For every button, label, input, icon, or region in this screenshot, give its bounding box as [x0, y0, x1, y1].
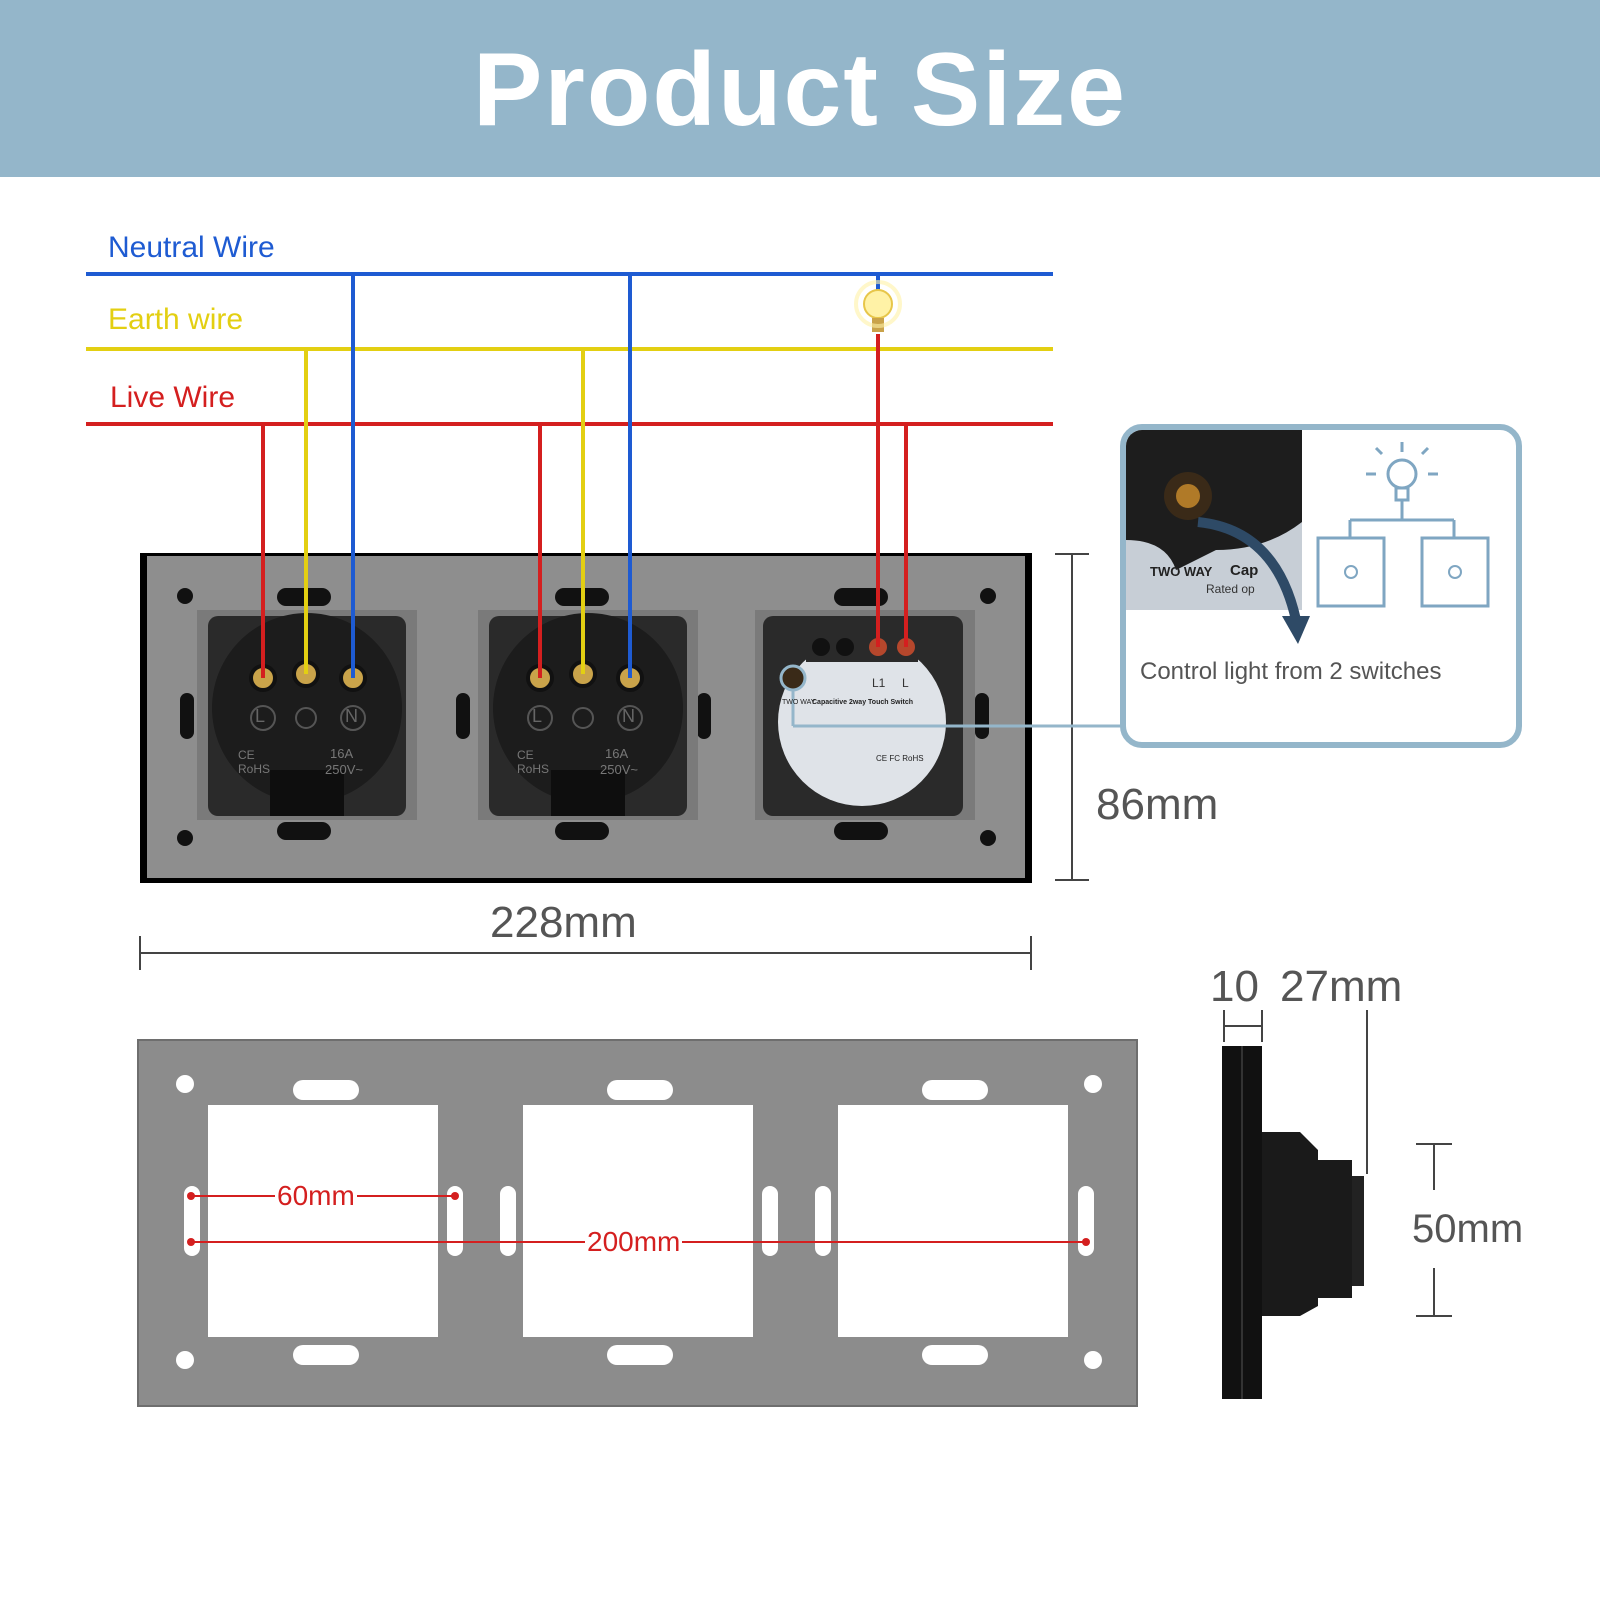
depth-front-label: 10 [1210, 962, 1259, 1011]
callout-text: Control light from 2 switches [1140, 658, 1442, 685]
callout-graphic [1126, 430, 1490, 644]
socket-2-voltage: 250V~ [600, 762, 638, 777]
two-way-callout: TWO WAY Cap Rated op Control light from … [1120, 424, 1522, 748]
switch-b-icon [1420, 536, 1490, 608]
switch-a-icon [1316, 536, 1386, 608]
socket-1-current: 16A [330, 746, 354, 761]
mounting-frame [137, 1039, 1138, 1407]
callout-photo-label-2: Cap [1230, 562, 1259, 579]
socket-2-neutral-label: N [622, 706, 635, 726]
callout-bulb-icon [1366, 442, 1438, 502]
live-wire-label: Live Wire [110, 381, 236, 414]
depth-height-label: 50mm [1412, 1207, 1524, 1251]
socket-2-current: 16A [605, 746, 629, 761]
switch-terminal-l1: L1 [872, 676, 886, 690]
socket-1-cert: CE RoHS [238, 748, 271, 776]
switch-terminal-l: L [902, 676, 909, 690]
socket-module-2 [489, 613, 687, 816]
page-title: Product Size [473, 32, 1127, 148]
frame-span-label: 200mm [585, 1226, 683, 1258]
switch-certs: CE FC RoHS [876, 754, 924, 763]
earth-wire-label: Earth wire [108, 303, 244, 336]
height-dimension [1055, 553, 1089, 881]
frame-inner-label: 60mm [275, 1180, 357, 1212]
callout-photo-label-3: Rated op [1206, 582, 1255, 596]
socket-1-live-label: L [255, 706, 266, 726]
socket-2-cert: CE RoHS [517, 748, 550, 776]
width-dimension [139, 936, 1032, 970]
callout-photo-label-1: TWO WAY [1150, 564, 1213, 579]
switch-name: Capacitive 2way Touch Switch [812, 699, 914, 706]
side-profile [1222, 1010, 1452, 1399]
light-bulb-icon [854, 280, 902, 332]
depth-total-label: 27mm [1280, 962, 1403, 1011]
panel-width-label: 228mm [490, 898, 637, 947]
wiring [86, 272, 1053, 678]
socket-1-neutral-label: N [345, 706, 358, 726]
switch-brand: TWO WAY [782, 699, 816, 706]
panel-height-label: 86mm [1096, 780, 1219, 829]
socket-1-voltage: 250V~ [325, 762, 363, 777]
socket-2-live-label: L [532, 706, 543, 726]
switch-module [763, 616, 963, 816]
header-banner: Product Size [0, 0, 1600, 177]
neutral-wire-label: Neutral Wire [108, 231, 275, 264]
